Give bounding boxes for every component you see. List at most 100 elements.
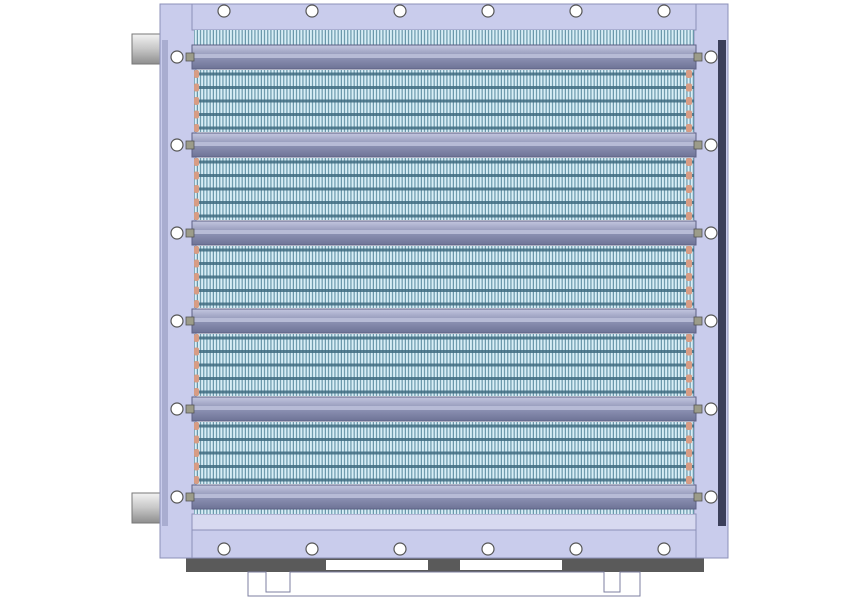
tube-end-left [194,70,199,78]
bottom-mount-hole [305,542,319,556]
base-plate [186,558,704,572]
tube-end-left [194,286,199,295]
support-bar-highlight [192,142,696,146]
right-side-hole [704,314,718,328]
tube-end-right [686,476,692,484]
tube-row [194,302,694,306]
tube-end-right [686,70,692,78]
support-bar-highlight [192,406,696,410]
outlet-pipe [131,492,165,524]
tube-row [194,126,694,130]
tube-end-left [194,422,199,430]
tube-end-left [194,449,199,457]
top-mount-hole [305,4,319,18]
mounting-holes [170,4,718,556]
tube-row [194,86,694,89]
tube-row [194,451,694,455]
tube-end-left [194,435,199,444]
tube-end-left [194,97,199,105]
tube-end-right [686,374,692,383]
tube-row [194,275,694,279]
tube-end-right [686,158,692,166]
tube-row [194,350,694,353]
tube-end-left [194,334,199,342]
tube-row [194,214,694,218]
inlet-pipe [131,33,165,65]
tube-end-left [194,171,199,180]
tube-row [194,424,694,428]
tube-end-left [194,388,199,396]
tube-row [194,262,694,265]
top-mount-hole [657,4,671,18]
tube-end-right [686,347,692,356]
tube-end-left [194,198,199,207]
base-feet [186,558,704,597]
tube-row [194,201,694,204]
right-bolt-nut [693,316,703,326]
tube-end-right [686,110,692,119]
tube-end-right [686,422,692,430]
tube-row [194,289,694,292]
top-mount-hole [569,4,583,18]
left-edge-strip [162,40,168,526]
bottom-mount-hole [393,542,407,556]
right-side-hole [704,490,718,504]
tube-row [194,187,694,191]
frame [159,3,729,559]
bottom-mount-hole [481,542,495,556]
tube-end-right [686,388,692,396]
base-bracket [247,571,641,597]
right-edge-shadow [718,40,726,526]
tube-row [194,478,694,482]
tube-end-left [194,110,199,119]
bottom-mount-hole [217,542,231,556]
right-bolt-nut [693,52,703,62]
tube-row [194,72,694,76]
base-slot-left [326,560,428,570]
left-bolt-nut [185,492,195,502]
tube-row [194,377,694,380]
tube-row [194,113,694,116]
pipes [131,33,165,524]
tube-end-right [686,83,692,92]
tube-end-left [194,273,199,281]
tube-end-right [686,273,692,281]
left-bolt-nut [185,228,195,238]
right-bolt-nut [693,228,703,238]
tube-end-left [194,212,199,220]
tube-end-right [686,124,692,132]
tube-row [194,248,694,252]
tube-end-left [194,374,199,383]
coil-core [191,30,697,514]
tube-row [194,390,694,394]
right-bolt-nut [693,140,703,150]
tube-end-left [194,361,199,369]
tube-end-right [686,300,692,308]
left-side-hole [170,490,184,504]
top-mount-hole [481,4,495,18]
tube-row [194,336,694,340]
tube-end-right [686,246,692,254]
support-bar-highlight [192,494,696,498]
support-bar-highlight [192,318,696,322]
tube-end-right [686,97,692,105]
support-bar-highlight [192,54,696,58]
bottom-mount-hole [569,542,583,556]
left-bolt-nut [185,52,195,62]
top-mount-hole [217,4,231,18]
left-side-hole [170,314,184,328]
tube-end-right [686,259,692,268]
left-bolt-nut [185,316,195,326]
tube-end-right [686,286,692,295]
tube-end-right [686,334,692,342]
bottom-fin-strip [194,506,694,514]
tube-end-left [194,476,199,484]
tube-end-right [686,198,692,207]
top-mount-hole [393,4,407,18]
left-side-hole [170,226,184,240]
tube-row [194,160,694,164]
tube-end-left [194,124,199,132]
base-slot-right [460,560,562,570]
